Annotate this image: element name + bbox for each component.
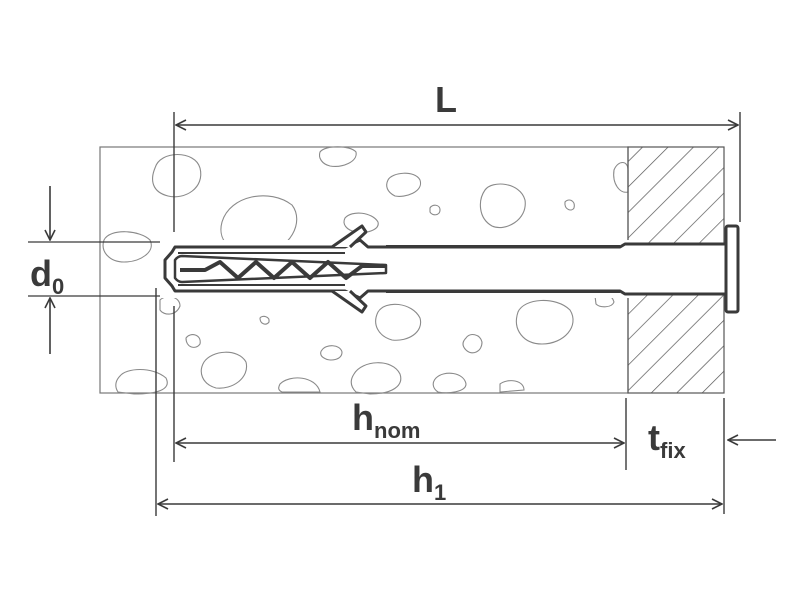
label-tfix: tfix — [648, 417, 686, 463]
extension-lines — [155, 112, 741, 516]
dimension-lines — [50, 125, 776, 504]
label-L: L — [435, 79, 457, 120]
plug-anchor — [163, 224, 740, 314]
label-h1: h1 — [412, 459, 446, 505]
label-d0: d0 — [30, 253, 64, 299]
label-hnom: hnom — [352, 397, 420, 443]
